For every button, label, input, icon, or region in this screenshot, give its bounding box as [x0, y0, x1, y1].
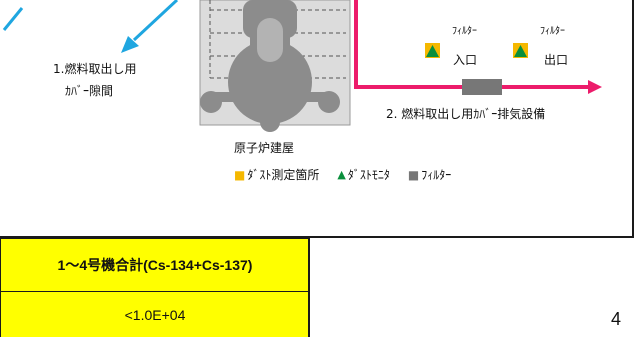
page-number: 4 — [611, 309, 622, 329]
label-outlet: 出口 — [544, 53, 569, 67]
diagram-frame: 1.燃料取出し用 ｶﾊﾞｰ隙間 ﾌｨﾙﾀｰ ﾌｨﾙﾀｰ 入口 出口 2. 燃料取… — [0, 0, 634, 238]
label-gap-line1: 1.燃料取出し用 — [53, 62, 137, 76]
label-filter-inlet: ﾌｨﾙﾀｰ — [452, 26, 477, 37]
legend-dust-monitor: ▲ ﾀﾞｽﾄﾓﾆﾀ — [337, 166, 389, 183]
label-reactor-building: 原子炉建屋 — [234, 141, 295, 155]
exhaust-arrow-icon — [588, 80, 602, 94]
label-gap-line2: ｶﾊﾞｰ隙間 — [65, 84, 114, 98]
legend-dust-monitor-label: ﾀﾞｽﾄﾓﾆﾀ — [347, 168, 390, 182]
table-row: <1.0E+04 — [0, 291, 310, 337]
exhaust-pipe — [354, 0, 590, 89]
table-header: 1～4号機合計(Cs-134+Cs-137) — [0, 238, 310, 292]
blue-arrow-icon — [121, 0, 179, 53]
square-icon: ■ — [407, 167, 420, 182]
table-value: <1.0E+04 — [0, 291, 310, 337]
label-exhaust-system: 2. 燃料取出し用ｶﾊﾞｰ排気設備 — [386, 107, 546, 121]
table-row: 1～4号機合計(Cs-134+Cs-137) — [0, 238, 310, 292]
result-table: 1～4号機合計(Cs-134+Cs-137) <1.0E+04 — [0, 238, 310, 337]
reactor-core-highlight — [257, 18, 283, 62]
dust-monitor-inlet — [425, 43, 440, 58]
triangle-icon: ▲ — [337, 168, 346, 181]
divider-line — [308, 238, 310, 337]
square-icon: ■ — [234, 167, 246, 182]
legend-dust-point: ■ ﾀﾞｽﾄ測定箇所 — [234, 166, 319, 183]
legend-dust-point-label: ﾀﾞｽﾄ測定箇所 — [247, 168, 320, 182]
label-inlet: 入口 — [453, 53, 478, 67]
legend-filter-label: ﾌｨﾙﾀｰ — [421, 168, 452, 182]
dust-monitor-outlet — [513, 43, 528, 58]
filter-box — [462, 79, 502, 95]
diagram-svg — [2, 0, 602, 132]
legend-filter: ■ ﾌｨﾙﾀｰ — [408, 166, 451, 183]
label-filter-outlet: ﾌｨﾙﾀｰ — [540, 26, 565, 37]
top-left-stroke — [2, 7, 24, 31]
legend: ■ ﾀﾞｽﾄ測定箇所 ▲ ﾀﾞｽﾄﾓﾆﾀ ■ ﾌｨﾙﾀｰ — [234, 166, 451, 183]
